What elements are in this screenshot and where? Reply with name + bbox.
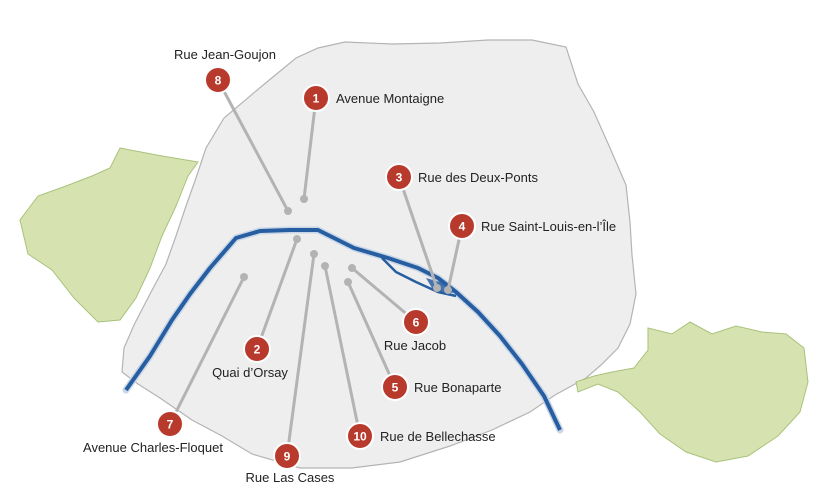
numbered-circle-marker-icon [448,212,476,240]
marker-number: 4 [459,220,466,234]
map-marker-2[interactable]: 2 [243,335,271,363]
numbered-circle-marker-icon [302,84,330,112]
leader-line-3 [397,175,439,290]
numbered-circle-marker-icon [204,66,232,94]
numbered-circle-marker-icon [402,308,430,336]
numbered-circle-marker-icon [273,442,301,470]
location-dot-icon [284,207,292,215]
location-dot-icon [344,278,352,286]
marker-label-5: Rue Bonaparte [414,380,501,395]
location-dot-icon [310,250,318,258]
map-marker-6[interactable]: 6 [402,308,430,336]
marker-number: 7 [167,418,174,432]
marker-number: 5 [392,381,399,395]
bois-de-boulogne-park [19,147,199,323]
seine-river [124,228,562,431]
numbered-circle-marker-icon [156,410,184,438]
map-marker-3[interactable]: 3 [385,163,413,191]
location-dot-icon [321,262,329,270]
marker-label-7: Avenue Charles-Floquet [83,440,223,455]
leader-line-7 [168,275,246,426]
marker-label-10: Rue de Bellechasse [380,429,496,444]
marker-label-9: Rue Las Cases [246,470,335,485]
numbered-circle-marker-icon [385,163,413,191]
marker-number: 3 [396,171,403,185]
location-dot-icon [444,286,452,294]
leader-line-1 [302,96,318,201]
marker-label-6: Rue Jacob [384,338,446,353]
location-dot-icon [293,235,301,243]
location-dot-icon [300,195,308,203]
map-marker-1[interactable]: 1 [302,84,330,112]
location-dot-icon [348,264,356,272]
marker-number: 6 [413,316,420,330]
map-marker-5[interactable]: 5 [381,373,409,401]
location-dot-icon [240,273,248,281]
map-marker-7[interactable]: 7 [156,410,184,438]
marker-label-2: Quai d’Orsay [212,365,288,380]
numbered-circle-marker-icon [346,422,374,450]
numbered-circle-marker-icon [243,335,271,363]
map-marker-4[interactable]: 4 [448,212,476,240]
leader-line-10 [323,264,362,438]
marker-label-1: Avenue Montaigne [336,91,444,106]
marker-number: 1 [313,92,320,106]
location-dot-icon [433,284,441,292]
marker-label-4: Rue Saint-Louis-en-l’Île [481,219,616,234]
map-marker-9[interactable]: 9 [273,442,301,470]
marker-label-3: Rue des Deux-Ponts [418,170,538,185]
marker-number: 9 [284,450,291,464]
numbered-circle-marker-icon [381,373,409,401]
marker-number: 8 [215,74,222,88]
map-marker-10[interactable]: 10 [346,422,374,450]
marker-label-8: Rue Jean-Goujon [174,47,276,62]
marker-number: 2 [254,343,261,357]
map-marker-8[interactable]: 8 [204,66,232,94]
marker-number: 10 [353,430,367,444]
leader-line-9 [285,252,316,458]
bois-de-vincennes-park [575,321,809,463]
leader-line-8 [216,78,290,213]
leader-line-2 [255,237,299,351]
leader-line-5 [346,280,397,389]
